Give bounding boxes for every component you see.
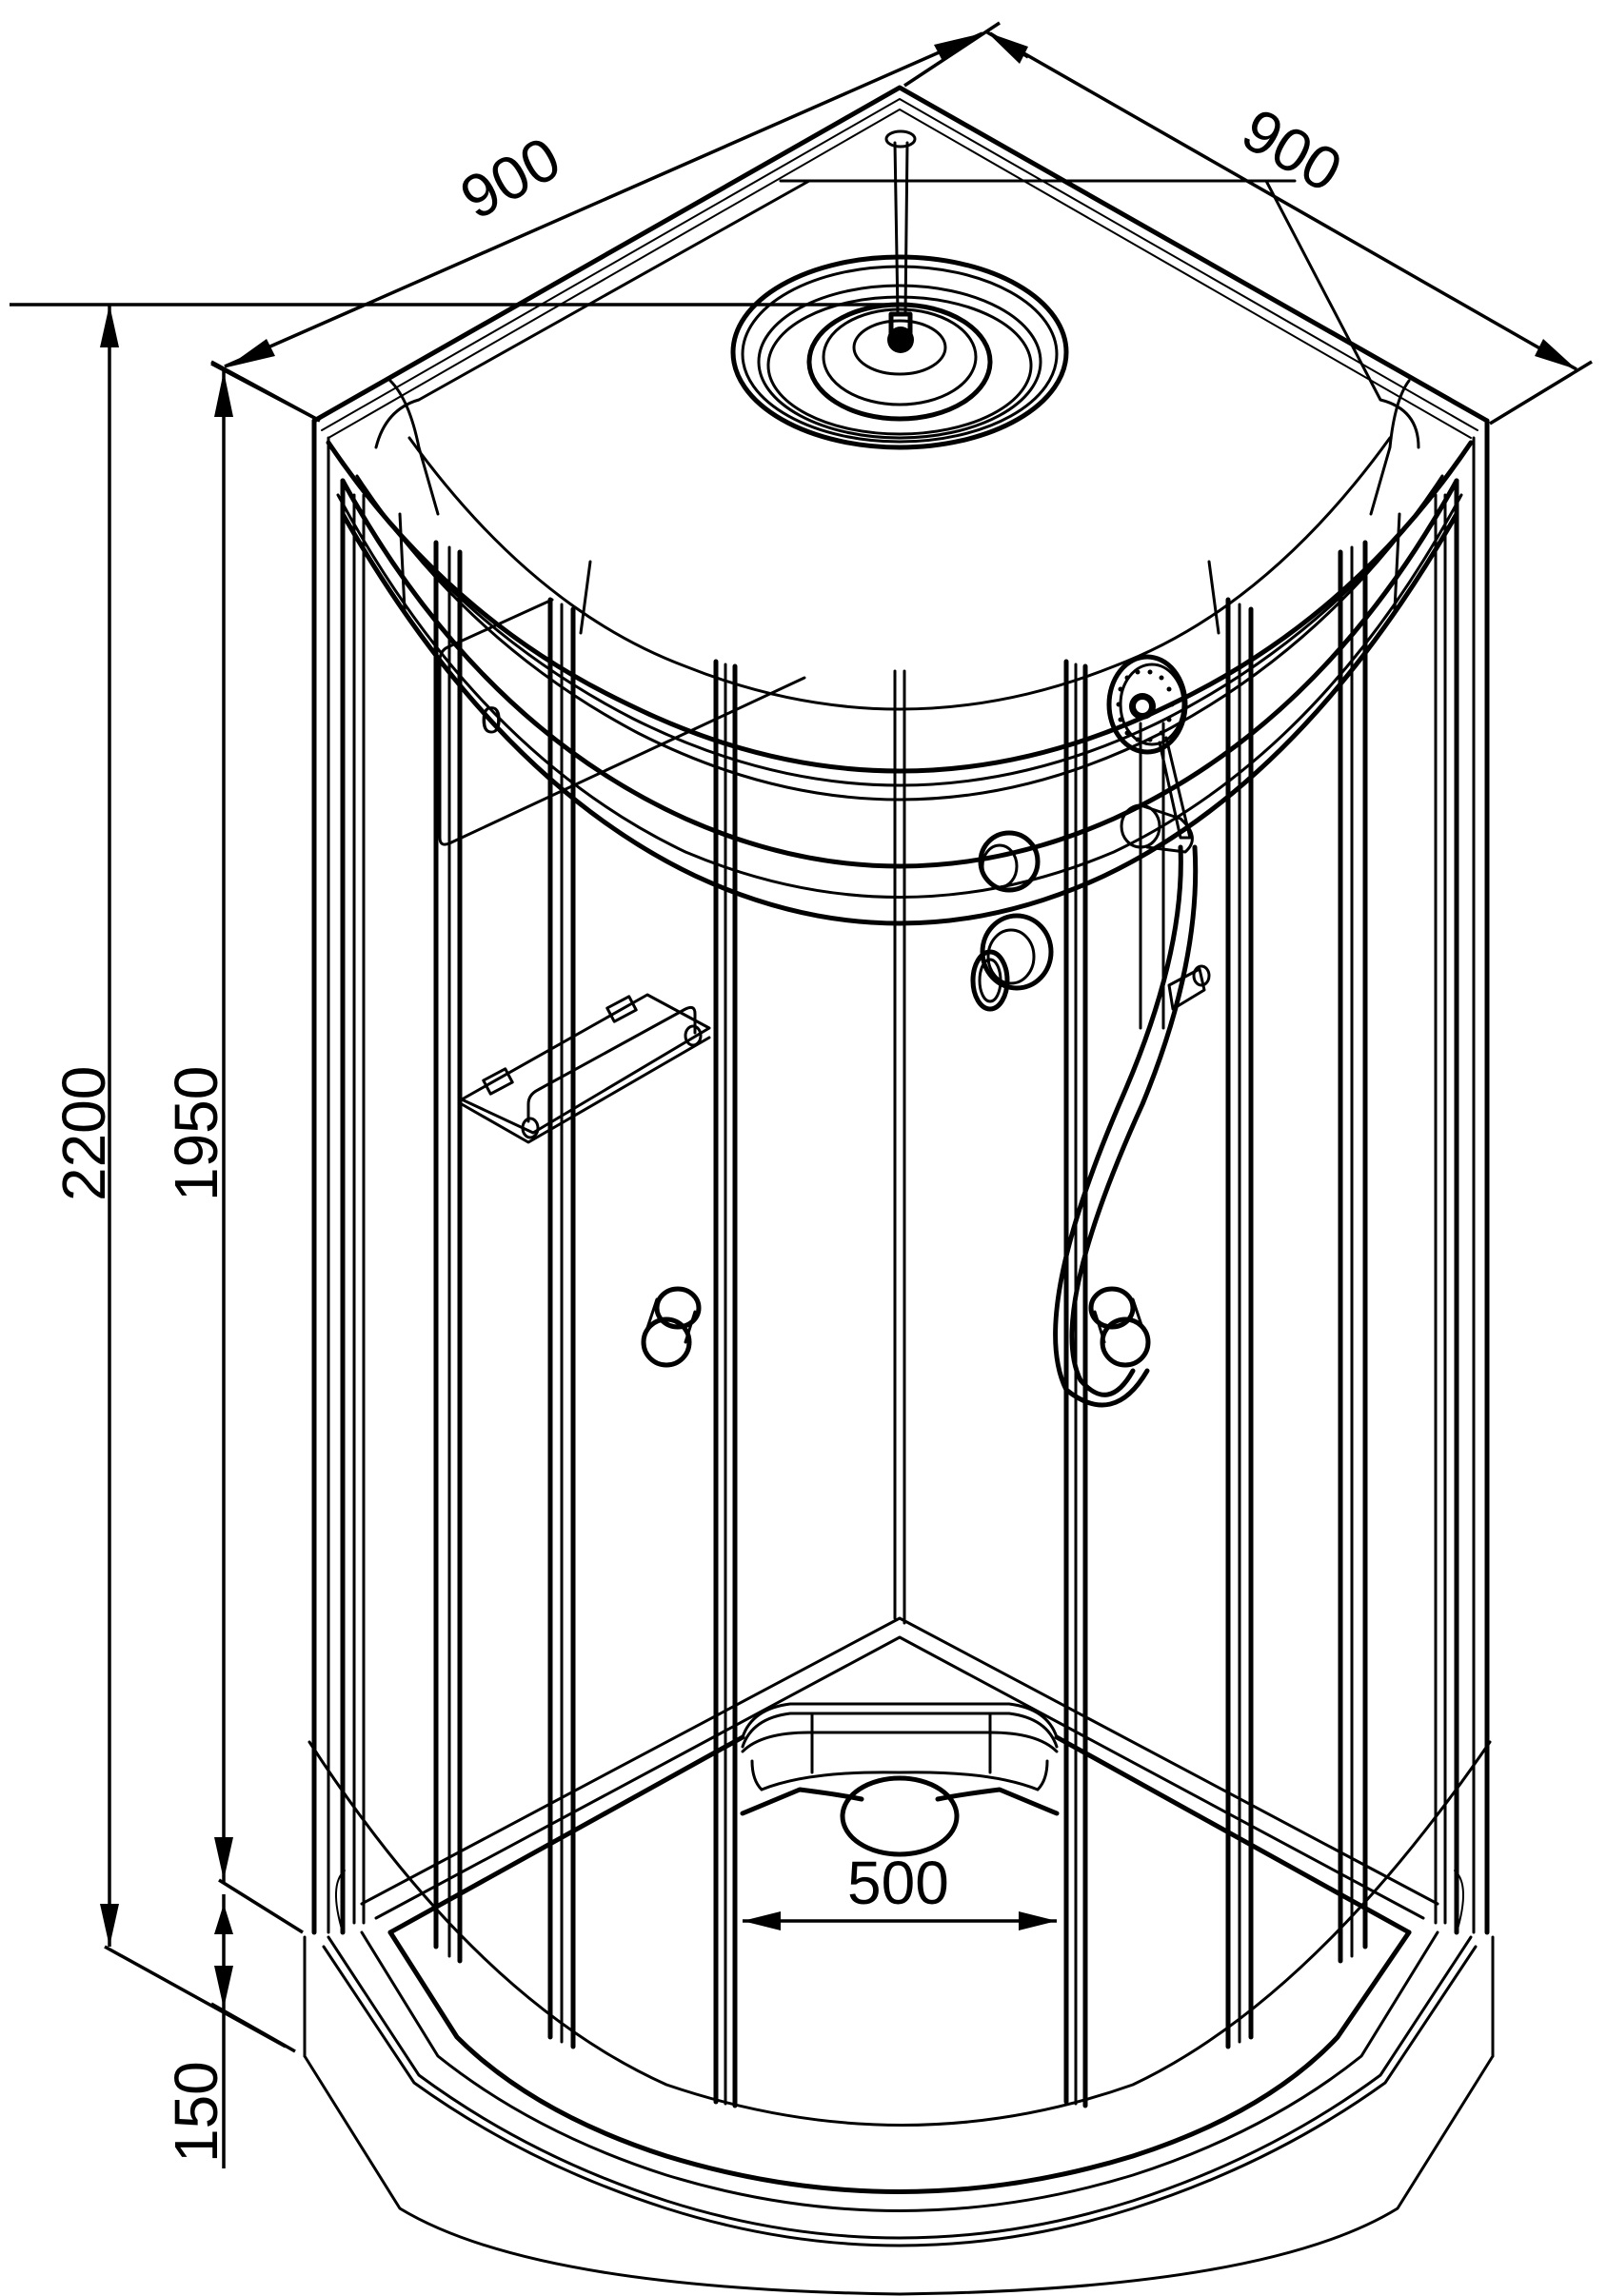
dim-label-width-right: 900 <box>1231 95 1353 206</box>
panel-mark: 0 <box>481 700 502 742</box>
door-handle-left <box>641 1286 702 1368</box>
shower-tray <box>303 1740 1495 2296</box>
dimension-door-opening: 500 <box>743 1849 1057 1930</box>
dimension-width-left: 900 <box>210 21 1001 423</box>
back-walls <box>360 669 1439 1935</box>
rain-shower <box>730 129 1069 450</box>
sliding-doors <box>433 540 1368 2108</box>
dimension-total-height: 2200 <box>10 303 904 2049</box>
frame-left <box>311 418 366 1935</box>
door-handles <box>641 1286 1151 1368</box>
mixer-controls <box>970 830 1054 1012</box>
corner-seat <box>740 1702 1060 1857</box>
dimension-cabin-height: 1950 <box>162 362 321 1934</box>
dim-label-cabin-height: 1950 <box>162 1066 230 1201</box>
dim-label-total-height: 2200 <box>50 1066 118 1201</box>
side-panel: 0 <box>438 598 806 846</box>
frame-right <box>1434 418 1490 1935</box>
door-handle-right <box>1088 1286 1151 1368</box>
shower-hose <box>1053 844 1199 1408</box>
glass-shelf <box>460 993 711 1144</box>
dimension-tray-height: 150 <box>162 1894 296 2168</box>
roof <box>311 85 1490 926</box>
handheld-shower <box>1106 654 1211 1030</box>
dim-label-width-left: 900 <box>449 124 571 233</box>
dim-label-door-opening: 500 <box>847 1849 949 1917</box>
dim-label-tray-height: 150 <box>162 2061 230 2163</box>
door-rollers <box>334 1870 1465 1933</box>
